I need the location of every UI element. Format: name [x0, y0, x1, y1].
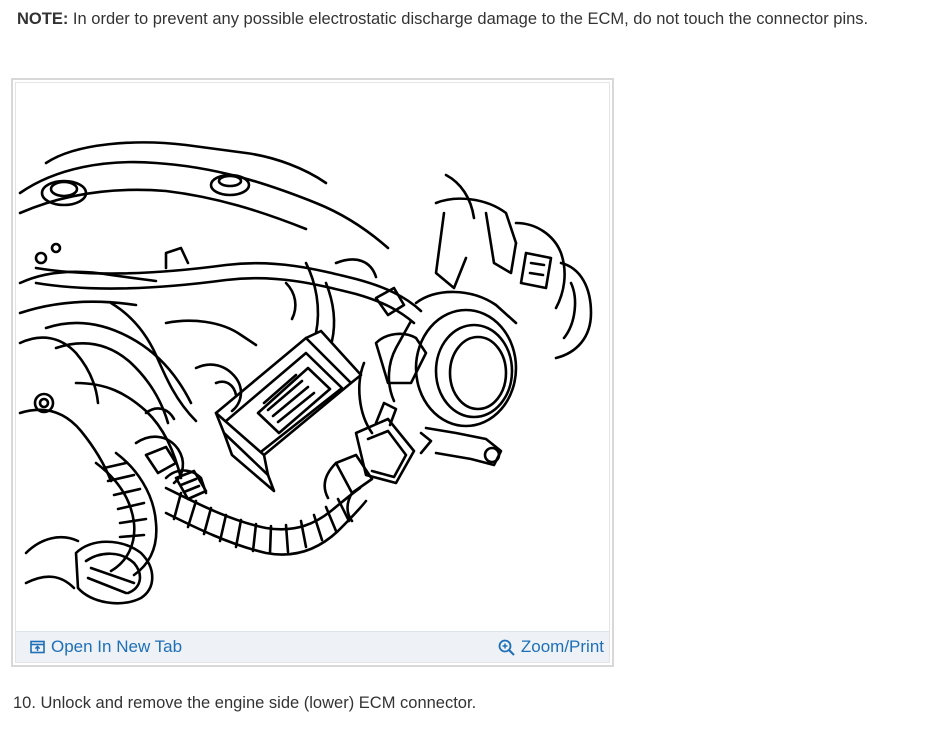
- note-text: In order to prevent any possible electro…: [68, 10, 869, 28]
- open-tab-icon: [30, 640, 45, 654]
- note-label: NOTE:: [17, 10, 69, 28]
- figure-toolbar: Open In New Tab Zoom/Print: [16, 631, 609, 662]
- open-in-new-tab-label: Open In New Tab: [51, 637, 183, 656]
- zoom-print-link[interactable]: Zoom/Print: [498, 636, 604, 658]
- engine-ecm-illustration: [18, 141, 593, 605]
- figure-inner: Open In New Tab Zoom/Print: [15, 82, 610, 663]
- figure-frame: Open In New Tab Zoom/Print: [11, 78, 614, 667]
- zoom-icon: [498, 639, 515, 656]
- step-instruction: 10. Unlock and remove the engine side (l…: [13, 694, 477, 712]
- note-paragraph: NOTE: In order to prevent any possible e…: [17, 8, 942, 30]
- zoom-print-label: Zoom/Print: [520, 637, 604, 656]
- open-in-new-tab-link[interactable]: Open In New Tab: [30, 636, 182, 658]
